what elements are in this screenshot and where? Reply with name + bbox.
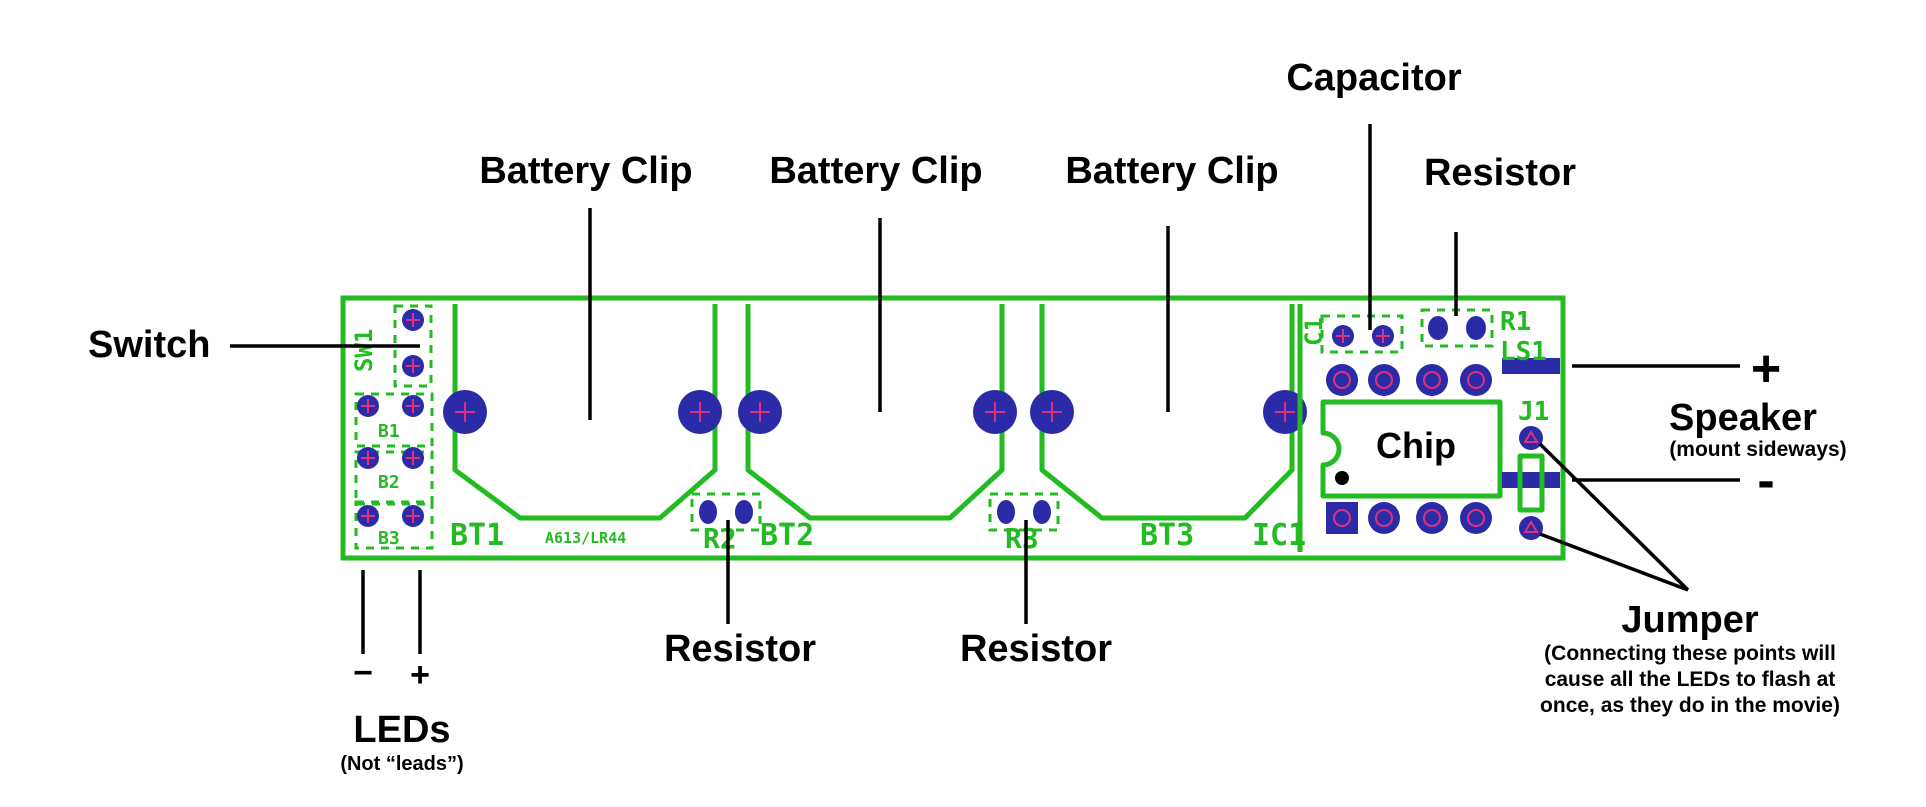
label-speaker-note: (mount sideways) — [1669, 438, 1846, 461]
label-jumper-title: Jumper — [1621, 599, 1758, 641]
resistor-r2-footprint — [690, 492, 762, 532]
silk-b1: B1 — [378, 421, 400, 442]
silk-r1: R1 — [1500, 307, 1531, 337]
silk-ic1: IC1 — [1252, 518, 1306, 553]
chip-top-pads — [1326, 364, 1492, 396]
label-battery-clip-2: Battery Clip — [769, 150, 982, 192]
label-battery-clip-3: Battery Clip — [1065, 150, 1278, 192]
label-leds-title: LEDs — [353, 709, 450, 751]
label-speaker-minus: - — [1757, 452, 1774, 510]
battery-clip-outline-1 — [452, 304, 718, 521]
silk-bt1: BT1 — [450, 518, 504, 553]
label-switch: Switch — [88, 324, 210, 366]
label-resistor-top: Resistor — [1424, 152, 1576, 194]
label-capacitor: Capacitor — [1286, 57, 1461, 99]
label-battery-clip-1: Battery Clip — [479, 150, 692, 192]
leader-jumper-top — [1538, 442, 1690, 592]
leader-jumper-bottom — [1539, 532, 1689, 592]
jumper-j1-footprint — [1517, 426, 1545, 540]
label-jumper-note-1: (Connecting these points will — [1544, 642, 1836, 665]
led-pads — [354, 392, 434, 550]
resistor-r3-footprint — [988, 492, 1060, 532]
silk-b2: B2 — [378, 472, 400, 493]
label-resistor-r2: Resistor — [664, 628, 816, 670]
battery-clip-pads — [443, 390, 1307, 434]
label-led-minus: − — [353, 654, 373, 692]
label-speaker-plus: + — [1751, 340, 1781, 398]
silk-ls1: LS1 — [1500, 337, 1547, 367]
chip-bottom-pads — [1326, 502, 1492, 534]
silk-r3: R3 — [1005, 522, 1039, 555]
silk-j1: J1 — [1518, 397, 1549, 427]
silk-battery-type: A613/LR44 — [545, 529, 626, 547]
chip-outline — [1320, 399, 1503, 499]
label-jumper-note-2: cause all the LEDs to flash at — [1545, 668, 1836, 691]
label-leds-note: (Not “leads”) — [340, 753, 463, 775]
battery-clip-outline-3 — [1039, 304, 1295, 521]
battery-clip-outline-2 — [745, 304, 1005, 521]
label-led-plus: + — [410, 656, 430, 694]
silk-bt2: BT2 — [760, 518, 814, 553]
silk-c1: C1 — [1300, 317, 1328, 346]
silk-sw1: SW1 — [350, 329, 378, 372]
silk-bt3: BT3 — [1140, 518, 1194, 553]
label-speaker-title: Speaker — [1669, 397, 1817, 439]
silk-r2: R2 — [703, 522, 737, 555]
capacitor-c1-footprint — [1320, 314, 1404, 354]
switch-footprint — [393, 304, 433, 388]
label-resistor-r3: Resistor — [960, 628, 1112, 670]
speaker-pads — [1502, 358, 1560, 488]
silk-b3: B3 — [378, 528, 400, 549]
chip-label: Chip — [1376, 425, 1456, 466]
label-jumper-note-3: once, as they do in the movie) — [1540, 694, 1840, 717]
